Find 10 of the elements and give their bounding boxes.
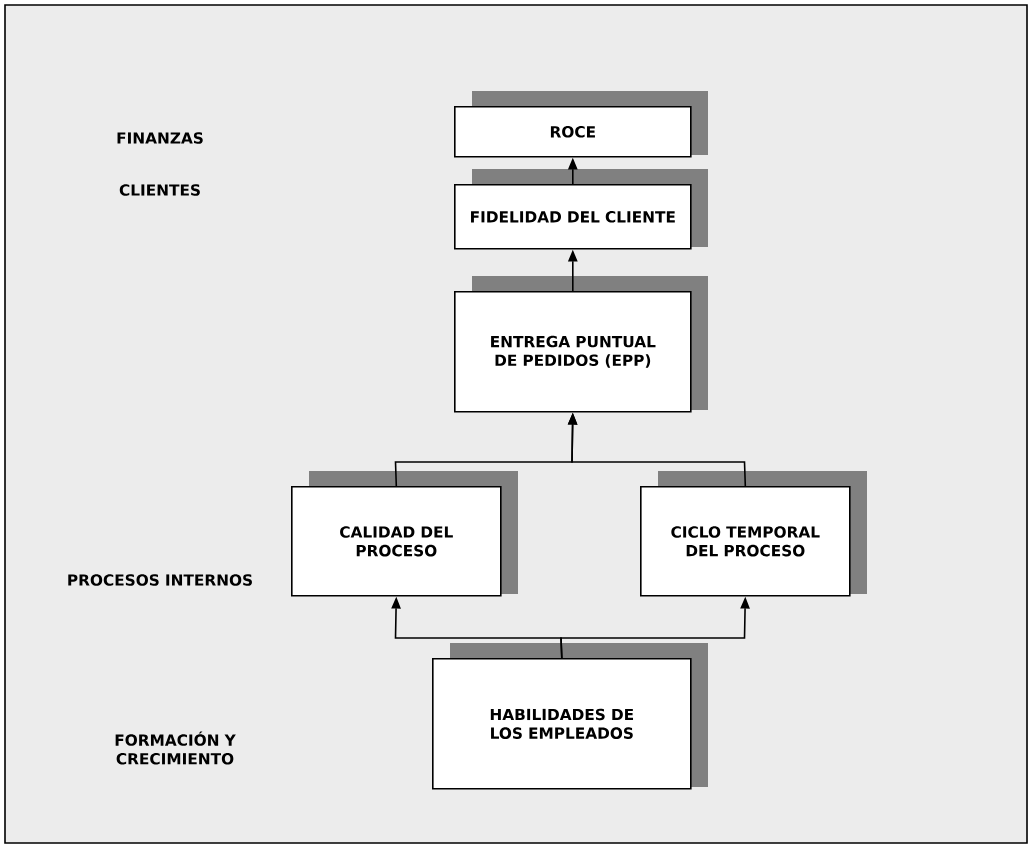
row-label: CLIENTES — [119, 184, 200, 196]
process-box: ENTREGA PUNTUAL DE PEDIDOS (EPP) — [454, 291, 692, 413]
process-box: HABILIDADES DE LOS EMPLEADOS — [432, 658, 692, 790]
process-box: ROCE — [454, 106, 692, 158]
process-box: CALIDAD DEL PROCESO — [291, 486, 502, 597]
row-label: FINANZAS — [117, 132, 203, 144]
row-label: PROCESOS INTERNOS — [68, 574, 252, 586]
row-label: FORMACIÓN Y CRECIMIENTO — [115, 731, 236, 765]
process-box: CICLO TEMPORAL DEL PROCESO — [640, 486, 851, 597]
process-box: FIDELIDAD DEL CLIENTE — [454, 184, 692, 250]
